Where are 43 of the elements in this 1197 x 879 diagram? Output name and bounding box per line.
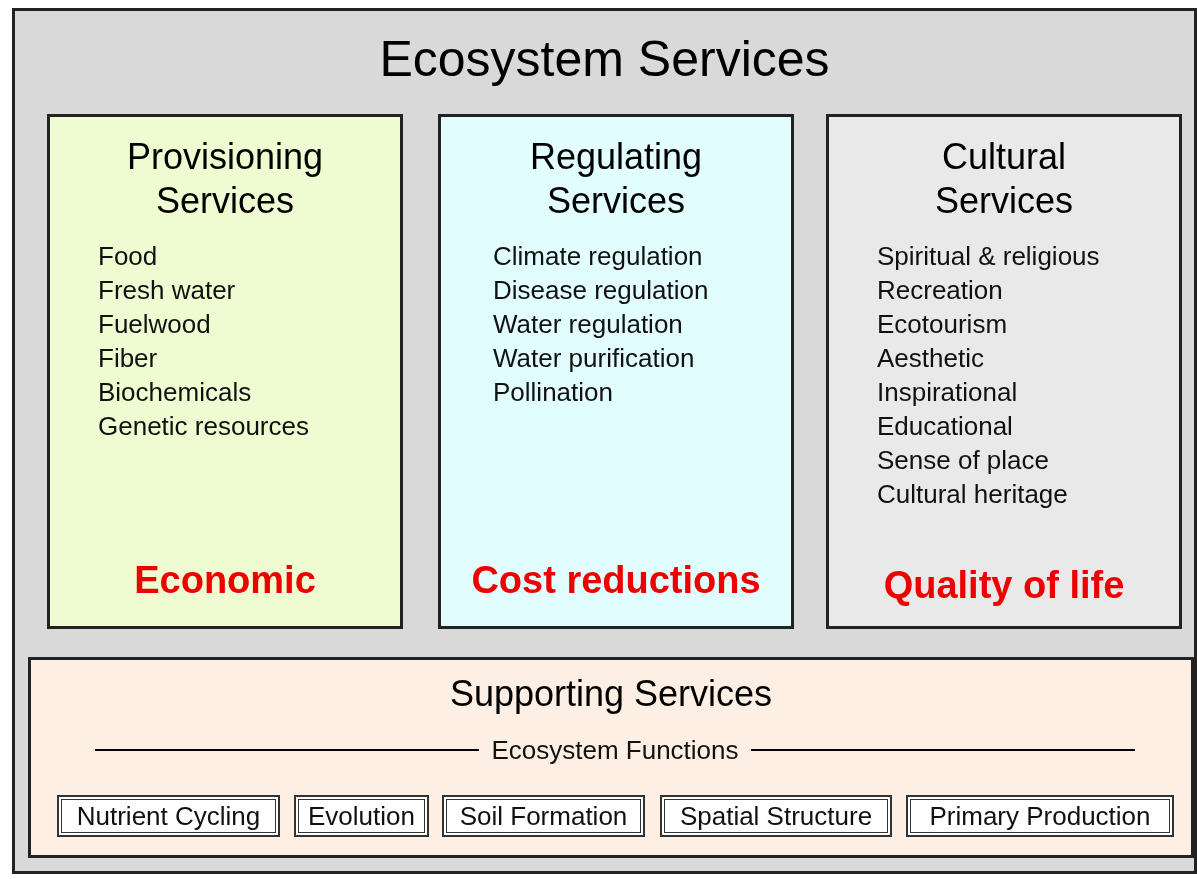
function-box bbox=[442, 795, 645, 837]
function-label: Evolution bbox=[308, 801, 415, 831]
diagram-frame bbox=[12, 8, 1197, 874]
service-item: Disease regulation bbox=[493, 275, 709, 305]
function-label: Primary Production bbox=[929, 801, 1151, 831]
supporting-panel bbox=[28, 657, 1194, 858]
service-item: Inspirational bbox=[877, 377, 1018, 407]
service-panel bbox=[438, 114, 794, 629]
service-panel bbox=[47, 114, 403, 629]
panel-heading: Regulating Services bbox=[528, 135, 704, 223]
service-item: Water purification bbox=[493, 343, 695, 373]
service-item: Fiber bbox=[98, 343, 158, 373]
function-box bbox=[660, 795, 892, 837]
value-label: Economic bbox=[133, 558, 317, 603]
service-item: Food bbox=[98, 241, 158, 271]
service-item: Sense of place bbox=[877, 445, 1049, 475]
function-label: Spatial Structure bbox=[679, 801, 873, 831]
service-item: Water regulation bbox=[493, 309, 683, 339]
service-item: Climate regulation bbox=[493, 241, 703, 271]
service-item: Cultural heritage bbox=[877, 479, 1068, 509]
service-item: Biochemicals bbox=[98, 377, 252, 407]
function-box bbox=[57, 795, 280, 837]
function-label: Nutrient Cycling bbox=[76, 801, 261, 831]
service-item: Spiritual & religious bbox=[877, 241, 1100, 271]
panel-heading: Cultural Services bbox=[933, 135, 1074, 223]
service-item: Pollination bbox=[493, 377, 613, 407]
service-item: Ecotourism bbox=[877, 309, 1008, 339]
service-item: Aesthetic bbox=[877, 343, 984, 373]
service-item: Fresh water bbox=[98, 275, 236, 305]
section-subheading: Ecosystem Functions bbox=[491, 734, 739, 766]
panel-heading: Supporting Services bbox=[448, 672, 774, 716]
panel-heading: Provisioning Services bbox=[125, 135, 325, 223]
frame-label: Ecosystem Services bbox=[378, 30, 831, 89]
function-box bbox=[906, 795, 1174, 837]
service-item: Genetic resources bbox=[98, 411, 309, 441]
function-label: Soil Formation bbox=[459, 801, 628, 831]
service-item: Fuelwood bbox=[98, 309, 211, 339]
value-label: Cost reductions bbox=[470, 558, 762, 603]
service-item: Recreation bbox=[877, 275, 1003, 305]
value-label: Quality of life bbox=[882, 563, 1126, 608]
service-item: Educational bbox=[877, 411, 1013, 441]
service-panel bbox=[826, 114, 1182, 629]
function-box bbox=[294, 795, 429, 837]
